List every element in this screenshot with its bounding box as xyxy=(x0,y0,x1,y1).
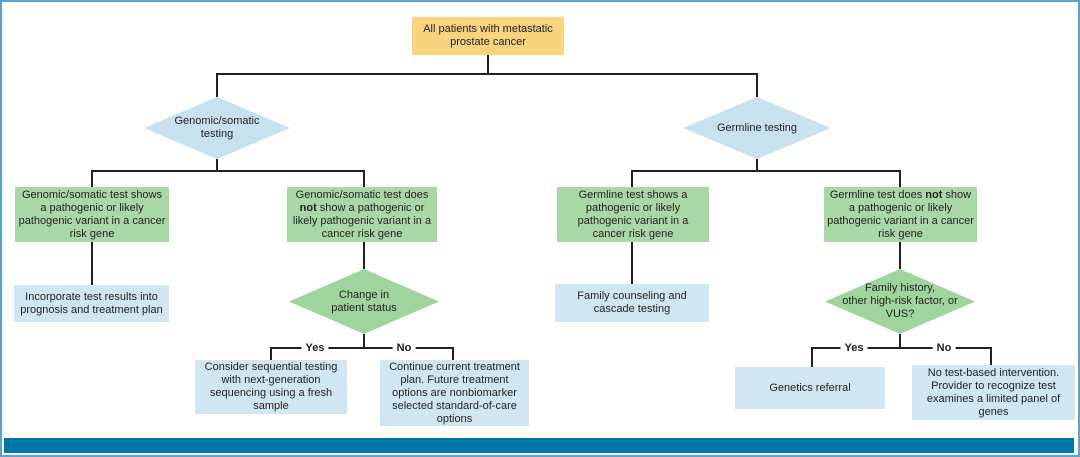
connector-line xyxy=(452,347,454,360)
node-label: All patients with metastatic prostate ca… xyxy=(423,23,553,48)
node-label: Family history, other high-risk factor, … xyxy=(842,282,958,320)
edge-label-yes-left: Yes xyxy=(301,342,329,354)
connector-line xyxy=(270,347,272,360)
node-germline-pathogenic-negative: Germline test does not show a pathogenic… xyxy=(824,187,977,242)
connector-line xyxy=(91,170,365,172)
node-label: Genomic/somatic testing xyxy=(174,115,260,140)
connector-line xyxy=(363,170,365,187)
footer-accent-bar xyxy=(4,438,1074,453)
connector-line xyxy=(363,242,365,269)
node-continue-treatment: Continue current treatment plan. Future … xyxy=(380,360,529,426)
node-germline-pathogenic-positive: Germline test shows a pathogenic or like… xyxy=(557,187,709,242)
connector-line xyxy=(990,347,992,365)
connector-line xyxy=(216,159,218,170)
node-label: Incorporate test results into prognosis … xyxy=(20,290,163,316)
node-label: Germline testing xyxy=(716,121,798,134)
node-sequential-testing: Consider sequential testing with next-ge… xyxy=(195,360,347,414)
connector-line xyxy=(631,170,633,187)
node-label: Continue current treatment plan. Future … xyxy=(389,360,520,425)
node-label: Germline test does not show a pathogenic… xyxy=(827,188,974,240)
decision-family-history-vus: Family history, other high-risk factor, … xyxy=(825,269,975,334)
decision-change-in-patient-status: Change in patient status xyxy=(289,269,439,334)
node-label: No test-based intervention. Provider to … xyxy=(926,366,1061,418)
node-label: Genetics referral xyxy=(769,381,851,394)
connector-line xyxy=(899,334,901,348)
connector-line xyxy=(216,73,218,97)
connector-line xyxy=(91,170,93,187)
edge-label-no-left: No xyxy=(392,342,416,354)
node-somatic-pathogenic-positive: Genomic/somatic test shows a pathogenic … xyxy=(15,187,169,242)
connector-line xyxy=(899,242,901,269)
node-somatic-pathogenic-negative: Genomic/somatic test does not show a pat… xyxy=(287,187,437,242)
edge-label-yes-right: Yes xyxy=(840,342,868,354)
node-label: Change in patient status xyxy=(331,288,397,314)
decision-genomic-somatic-testing: Genomic/somatic testing xyxy=(144,97,290,159)
connector-line xyxy=(756,73,758,97)
connector-line xyxy=(811,347,813,367)
node-family-counseling: Family counseling and cascade testing xyxy=(555,284,709,322)
connector-line xyxy=(631,242,633,284)
connector-line xyxy=(631,170,901,172)
connector-line xyxy=(756,159,758,170)
connector-line xyxy=(270,347,454,349)
edge-label-no-right: No xyxy=(932,342,956,354)
node-label: Genomic/somatic test does not show a pat… xyxy=(292,188,432,240)
node-label: Family counseling and cascade testing xyxy=(577,290,687,315)
connector-line xyxy=(811,347,992,349)
connector-line xyxy=(487,55,489,73)
node-genetics-referral: Genetics referral xyxy=(735,367,885,409)
node-label: Consider sequential testing with next-ge… xyxy=(204,361,338,412)
node-label: Germline test shows a pathogenic or like… xyxy=(577,188,689,240)
node-no-test-based-intervention: No test-based intervention. Provider to … xyxy=(912,365,1075,420)
node-incorporate-results: Incorporate test results into prognosis … xyxy=(14,285,169,322)
connector-line xyxy=(899,170,901,187)
node-all-patients: All patients with metastatic prostate ca… xyxy=(412,17,564,55)
connector-line xyxy=(216,73,758,75)
decision-germline-testing: Germline testing xyxy=(683,97,831,159)
connector-line xyxy=(91,242,93,285)
connector-line xyxy=(363,334,365,348)
node-label: Genomic/somatic test shows a pathogenic … xyxy=(18,188,166,240)
